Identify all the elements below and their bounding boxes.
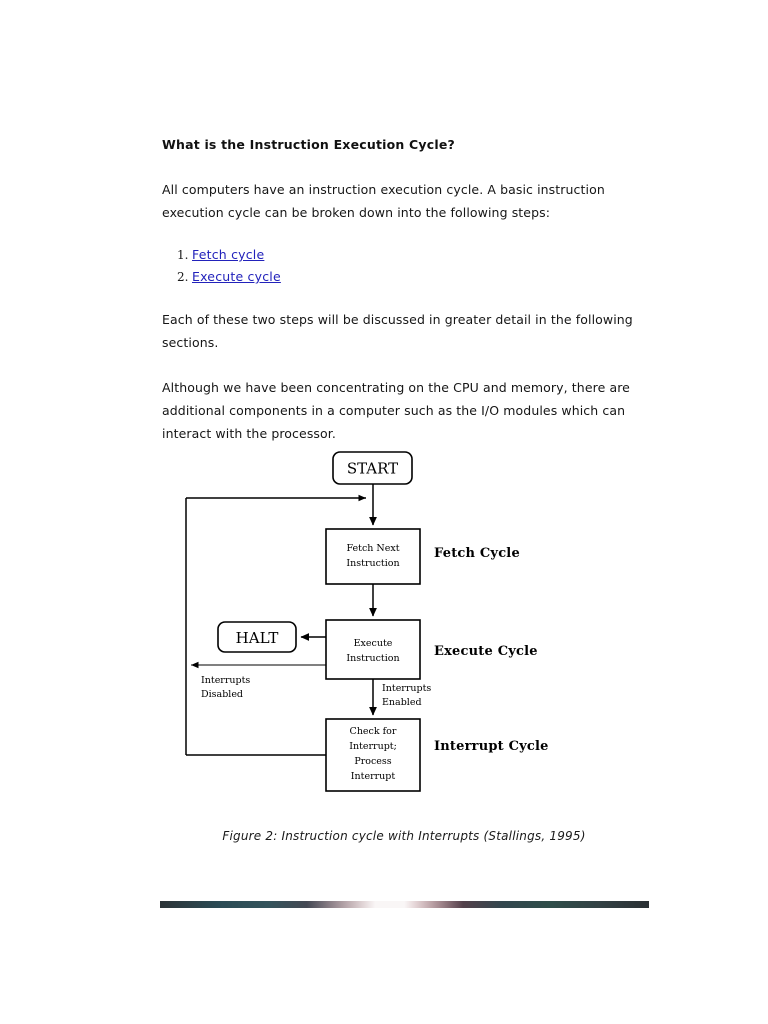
instruction-cycle-figure: START Fetch Next Instruction HALT Execut… (162, 440, 646, 860)
list-item-number: 2. (177, 270, 189, 284)
io-modules-paragraph: Although we have been concentrating on t… (162, 380, 630, 441)
list-item-number: 1. (177, 248, 189, 262)
edge-label-interrupts-enabled-line2: Enabled (382, 697, 422, 708)
page-title: What is the Instruction Execution Cycle? (162, 137, 455, 152)
intro-paragraph: All computers have an instruction execut… (162, 182, 605, 220)
node-check-interrupt: Check for Interrupt; Process Interrupt (325, 718, 421, 792)
node-execute-instruction: Execute Instruction (325, 619, 421, 680)
node-check-label-line4: Interrupt (351, 771, 396, 782)
node-execute-label-line2: Instruction (346, 653, 399, 664)
footer-divider (160, 901, 649, 908)
steps-list: 1. Fetch cycle 2. Execute cycle (162, 244, 646, 288)
node-check-label-line1: Check for (350, 726, 397, 737)
node-halt: HALT (217, 621, 297, 653)
flowchart-svg: START Fetch Next Instruction HALT Execut… (185, 451, 431, 792)
node-fetch-next-instruction: Fetch Next Instruction (325, 528, 421, 585)
text-content: What is the Instruction Execution Cycle?… (162, 136, 646, 467)
node-execute-label-line1: Execute (354, 638, 393, 649)
node-fetch-label-line2: Instruction (346, 558, 399, 569)
node-start: START (332, 451, 413, 485)
list-item: 1. Fetch cycle (162, 244, 646, 266)
sections-paragraph: Each of these two steps will be discusse… (162, 312, 633, 350)
node-check-label-line2: Interrupt; (349, 741, 397, 752)
node-start-label: START (347, 460, 398, 478)
list-item: 2. Execute cycle (162, 266, 646, 288)
edge-label-interrupts-disabled-line2: Disabled (201, 689, 243, 700)
cycle-label-execute: Execute Cycle (434, 644, 538, 659)
edge-label-interrupts-disabled-line1: Interrupts (201, 675, 250, 686)
link-execute-cycle[interactable]: Execute cycle (192, 269, 281, 284)
link-fetch-cycle[interactable]: Fetch cycle (192, 247, 265, 262)
node-fetch-label-line1: Fetch Next (346, 543, 399, 554)
node-halt-label: HALT (236, 629, 279, 647)
node-check-label-line3: Process (354, 756, 391, 767)
edge-label-interrupts-enabled-line1: Interrupts (382, 683, 431, 694)
cycle-label-fetch: Fetch Cycle (434, 546, 520, 561)
cycle-label-interrupt: Interrupt Cycle (434, 739, 549, 754)
figure-caption: Figure 2: Instruction cycle with Interru… (222, 829, 586, 843)
